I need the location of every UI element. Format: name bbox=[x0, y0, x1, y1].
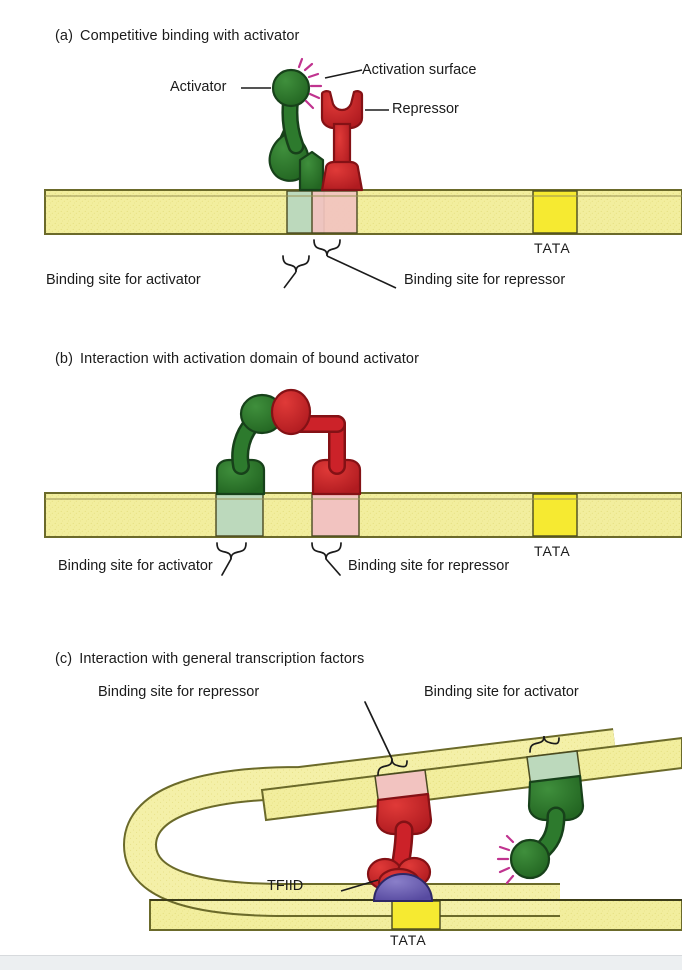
panel-b-dna bbox=[44, 492, 682, 538]
panel-a-tag: (a) bbox=[55, 28, 74, 44]
panel-c-activation-surface-icon bbox=[496, 834, 515, 885]
panel-a-label-binding-site-activator: Binding site for activator bbox=[46, 272, 201, 288]
panel-c-title: (c) Interaction with general transcriptio… bbox=[55, 651, 364, 667]
panel-b-repressor-site bbox=[311, 493, 360, 537]
panel-a-dna bbox=[44, 189, 682, 235]
panel-a-repressor bbox=[320, 90, 364, 192]
panel-b-tata-box bbox=[532, 493, 578, 537]
panel-a-title: (a) Competitive binding with activator bbox=[55, 28, 299, 44]
panel-c-tag: (c) bbox=[55, 651, 73, 667]
panel-c-leader-tfiid bbox=[340, 879, 379, 892]
panel-c-brace-activator bbox=[529, 735, 560, 753]
panel-c-label-tfiid: TFIID bbox=[267, 878, 304, 894]
panel-b-repressor bbox=[270, 388, 362, 496]
panel-a-brace-leaders bbox=[283, 255, 397, 289]
panel-b-tag: (b) bbox=[55, 351, 74, 367]
panel-c-activator bbox=[509, 774, 585, 880]
panel-c-brace-repressor bbox=[364, 701, 408, 776]
panel-b-label-tata: TATA bbox=[534, 543, 571, 559]
panel-a-activator bbox=[268, 68, 325, 192]
panel-b-label-binding-site-activator: Binding site for activator bbox=[58, 558, 213, 574]
panel-c-title-text: Interaction with general transcription f… bbox=[79, 651, 365, 667]
panel-c-tfiid bbox=[372, 873, 434, 902]
panel-b-brace-activator bbox=[216, 542, 247, 576]
panel-b-label-binding-site-repressor: Binding site for repressor bbox=[348, 558, 510, 574]
panel-b-brace-repressor bbox=[311, 542, 342, 576]
panel-a-label-tata: TATA bbox=[534, 240, 571, 256]
panel-a-leader-lines bbox=[241, 69, 389, 111]
panel-a-label-activator: Activator bbox=[170, 79, 227, 95]
panel-c-tata-box bbox=[391, 900, 441, 930]
panel-c-dna-loop bbox=[122, 728, 682, 931]
panel-c-label-tata: TATA bbox=[390, 932, 427, 948]
panel-b-activator-site bbox=[215, 493, 264, 537]
panel-a-label-binding-site-repressor: Binding site for repressor bbox=[404, 272, 566, 288]
bottom-bar bbox=[0, 955, 682, 970]
panel-a-label-activation-surface: Activation surface bbox=[362, 62, 477, 78]
panel-c-label-binding-site-repressor: Binding site for repressor bbox=[98, 684, 260, 700]
panel-a-tata-box bbox=[532, 190, 578, 234]
panel-a-repressor-site bbox=[311, 190, 358, 234]
panel-c-label-binding-site-activator: Binding site for activator bbox=[424, 684, 579, 700]
panel-a-activation-surface-icon bbox=[297, 57, 323, 110]
panel-b-title-text: Interaction with activation domain of bo… bbox=[80, 351, 420, 367]
panel-a-label-repressor: Repressor bbox=[392, 101, 459, 117]
panel-a-title-text: Competitive binding with activator bbox=[80, 28, 300, 44]
panel-b-title: (b) Interaction with activation domain of… bbox=[55, 351, 419, 367]
